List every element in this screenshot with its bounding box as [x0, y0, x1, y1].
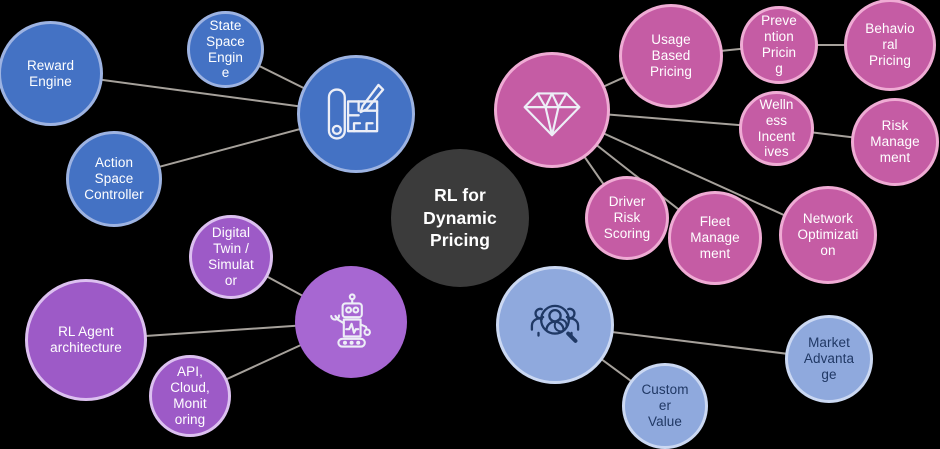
node-prevention-pricing: Preve ntion Pricin g: [740, 6, 818, 84]
node-label: Welln ess Incent ives: [757, 96, 796, 160]
node-market-advantage: Market Advanta ge: [785, 315, 873, 403]
node-label: Digital Twin / Simulat or: [208, 225, 254, 288]
node-customer-value: Custom er Value: [622, 363, 708, 449]
node-fleet-management: Fleet Manage ment: [668, 191, 762, 285]
node-reward-engine: Reward Engine: [0, 21, 103, 126]
node-label: Market Advanta ge: [803, 335, 855, 382]
node-digital-twin-simulator: Digital Twin / Simulat or: [189, 215, 273, 299]
node-label: Reward Engine: [26, 57, 75, 89]
center-title-label: RL for Dynamic Pricing: [423, 184, 497, 251]
robot-icon: [321, 292, 381, 352]
hub-agent: [295, 266, 407, 378]
node-label: Custom er Value: [641, 382, 689, 429]
node-api-cloud-monitoring: API, Cloud, Monit oring: [149, 355, 231, 437]
node-driver-risk-scoring: Driver Risk Scoring: [585, 176, 669, 260]
node-label: RL Agent architecture: [50, 324, 122, 355]
node-rl-agent-architecture: RL Agent architecture: [25, 279, 147, 401]
hub-pricing: [494, 52, 610, 168]
node-label: Action Space Controller: [84, 155, 144, 202]
node-behavioral-pricing: Behavio ral Pricing: [844, 0, 936, 91]
people-search-icon: [522, 292, 588, 358]
hub-design: [297, 55, 415, 173]
blueprint-icon: [323, 81, 389, 147]
node-state-space-engine: State Space Engin e: [187, 11, 264, 88]
node-usage-based-pricing: Usage Based Pricing: [619, 4, 723, 108]
node-risk-management: Risk Manage ment: [851, 98, 939, 186]
node-label: Driver Risk Scoring: [603, 194, 651, 241]
node-label: Preve ntion Pricin g: [761, 13, 797, 76]
node-label: Network Optimizati on: [797, 211, 859, 258]
hub-value: [496, 266, 614, 384]
node-label: Behavio ral Pricing: [865, 21, 915, 68]
node-label: State Space Engin e: [206, 17, 245, 81]
node-network-optimization: Network Optimizati on: [779, 186, 877, 284]
node-wellness-incentives: Welln ess Incent ives: [739, 91, 814, 166]
node-action-space-controller: Action Space Controller: [66, 131, 162, 227]
node-label: Usage Based Pricing: [650, 32, 692, 79]
node-label: Fleet Manage ment: [690, 214, 740, 261]
node-label: API, Cloud, Monit oring: [170, 364, 210, 427]
diamond-icon: [516, 74, 588, 146]
node-label: Risk Manage ment: [870, 118, 920, 165]
node-center-title: RL for Dynamic Pricing: [391, 149, 529, 287]
